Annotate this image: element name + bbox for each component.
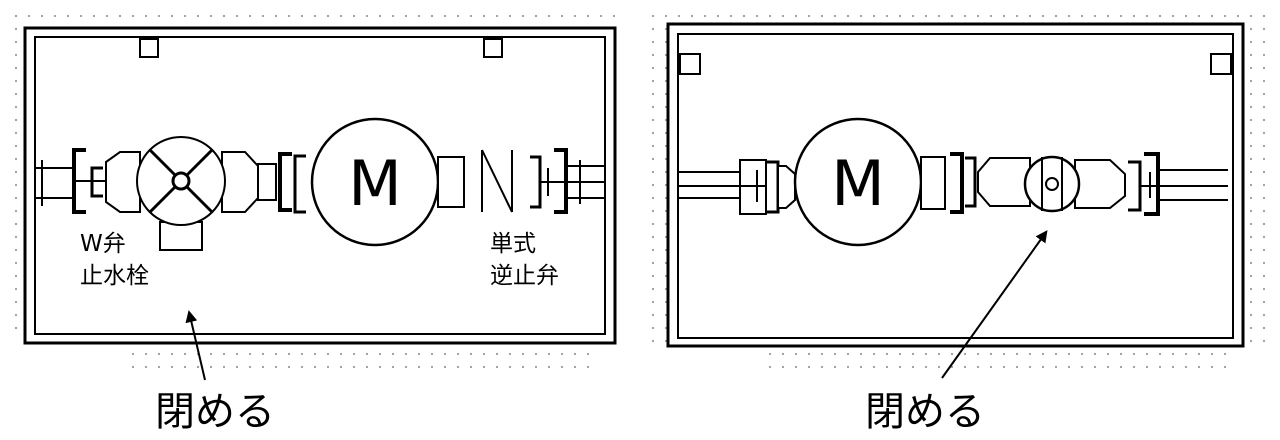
right-lid-tab-1 [679, 53, 701, 75]
w-valve [105, 136, 259, 251]
left-meter-inlet-fitting [257, 152, 306, 214]
right-ground-dots-bottom [760, 348, 1230, 378]
right-caption-arrow [941, 230, 1048, 379]
right-ball-valve [1023, 155, 1126, 213]
right-meter-box: M 閉める [645, 10, 1270, 435]
w-valve-label: W弁 止水栓 [80, 231, 149, 289]
right-lid-tab-2 [1210, 53, 1232, 75]
right-meter: M [793, 117, 923, 247]
left-outlet-pipe [530, 148, 604, 214]
left-box-inner [34, 36, 606, 335]
left-meter: M [310, 117, 440, 247]
check-valve-label-line2: 逆止弁 [490, 263, 559, 289]
check-valve [481, 149, 513, 213]
left-meter-letter: M [348, 147, 402, 220]
check-valve-label: 単式 逆止弁 [490, 231, 559, 289]
left-inlet-pipe [35, 148, 106, 214]
left-caption-arrow [185, 310, 206, 381]
right-caption: 閉める [865, 389, 985, 435]
left-meter-box: W弁 止水栓 M 単式 逆止弁 [8, 14, 620, 435]
right-outlet-pipe [1128, 152, 1228, 216]
left-meter-outlet-fitting [437, 156, 465, 208]
right-meter-outlet-fitting [920, 152, 1031, 214]
w-valve-label-line1: W弁 [80, 231, 126, 257]
check-valve-label-line1: 単式 [490, 231, 536, 257]
left-caption: 閉める [155, 389, 275, 435]
w-valve-label-line2: 止水栓 [80, 263, 149, 289]
right-inlet-pipe [678, 159, 796, 215]
left-lid-tab-1 [139, 38, 159, 58]
right-meter-letter: M [831, 147, 885, 220]
left-lid-tab-2 [483, 38, 503, 58]
left-ground-dots-bottom [130, 340, 600, 370]
